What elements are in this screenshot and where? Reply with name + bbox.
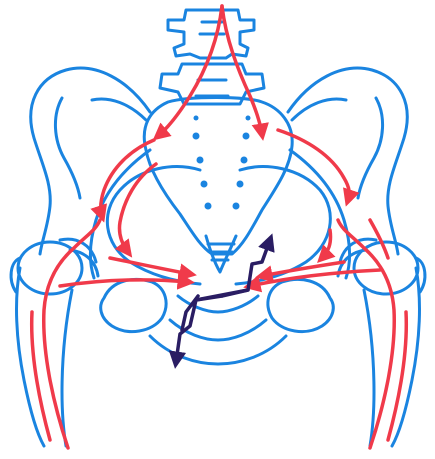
- sacral-foramen: [237, 181, 244, 188]
- pelvic-brim: [107, 167, 330, 284]
- sacral-foramen: [233, 203, 240, 210]
- right-obturator-foramen: [268, 279, 333, 331]
- left-obturator-foramen: [101, 279, 166, 331]
- sacral-foramen: [194, 116, 199, 121]
- sacrum-outline: [144, 98, 292, 255]
- sacral-foramen: [243, 133, 250, 140]
- spine-load-right: [222, 6, 262, 134]
- left-iliac-crest: [92, 99, 146, 120]
- right-femur-shaft-inner: [364, 290, 374, 446]
- right-iliac-crest: [292, 99, 346, 120]
- left-ilium: [31, 68, 150, 254]
- sacral-foramen: [205, 203, 212, 210]
- right-ilium-inner: [358, 98, 383, 198]
- left-femur-shaft-inner: [62, 290, 72, 446]
- left-femur-shaft-outer: [17, 268, 44, 446]
- sacral-foramen: [246, 116, 251, 121]
- left-ilium-inner: [55, 98, 80, 198]
- sacral-foramina: [193, 116, 251, 210]
- pelvis-bones: [11, 10, 425, 446]
- vector-arrows: [176, 240, 270, 362]
- sacral-foramen: [197, 157, 204, 164]
- vector-horizontal: [196, 290, 248, 300]
- sacral-foramen: [193, 133, 200, 140]
- force-lines: [32, 6, 407, 448]
- sacral-foramen: [201, 181, 208, 188]
- sacral-foramen: [241, 157, 248, 164]
